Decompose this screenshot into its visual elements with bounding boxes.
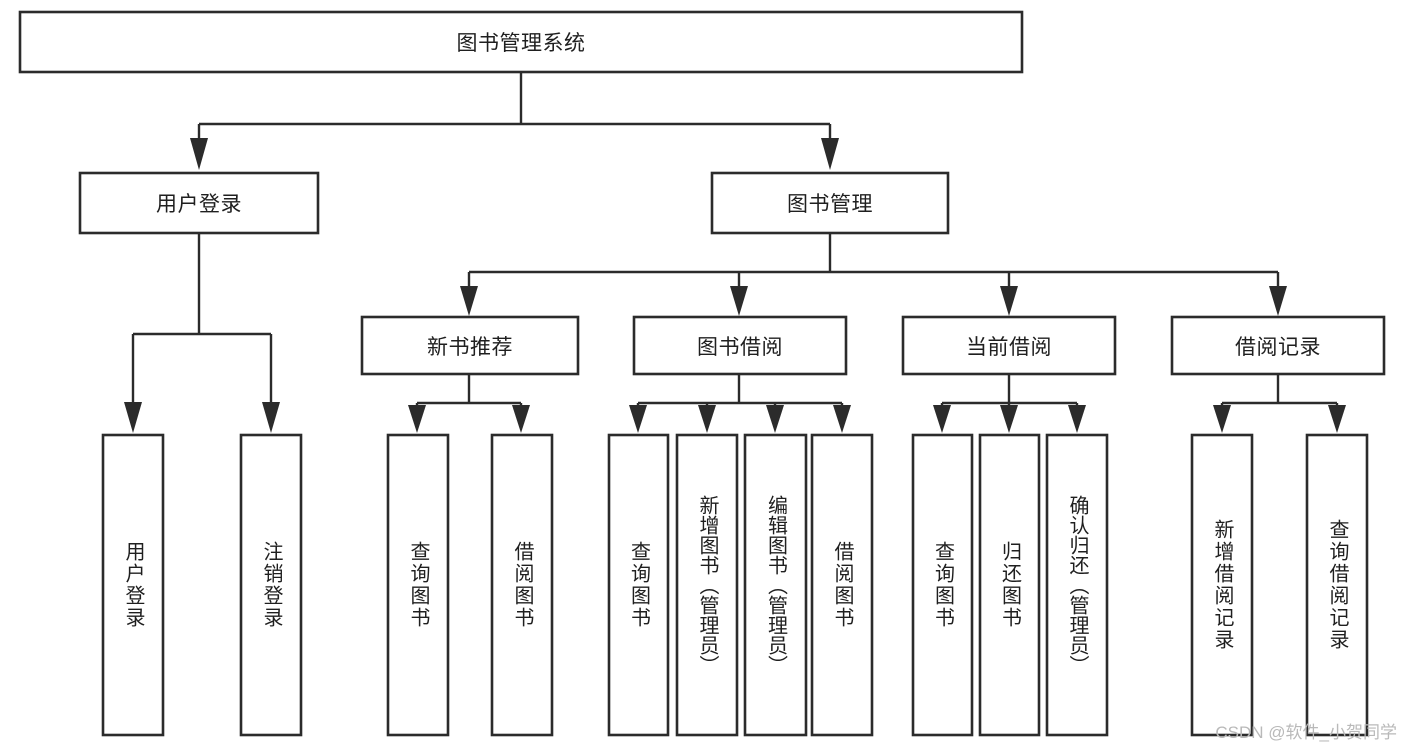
- node-box-leaf-query-book-2[interactable]: [607, 433, 670, 737]
- node-box-leaf-query-book-3[interactable]: [911, 433, 974, 737]
- arrow-head-newbook-leaf-2: [512, 405, 530, 433]
- connector-group-bookmgmt: [460, 233, 1287, 316]
- node-box-leaf-query-book-1[interactable]: [386, 433, 450, 737]
- node-box-root[interactable]: [18, 10, 1024, 74]
- node-box-leaf-return-book[interactable]: [978, 433, 1041, 737]
- arrow-head-current-leaf-2: [1000, 405, 1018, 433]
- connector-group-currentborrow: [933, 374, 1086, 433]
- arrow-head-current-leaf-3: [1068, 405, 1086, 433]
- arrow-head-record-leaf-2: [1328, 405, 1346, 433]
- node-box-book-borrow[interactable]: [632, 315, 848, 376]
- connector-group-userlogin: [124, 233, 280, 433]
- connector-group-borrowbook: [629, 374, 851, 433]
- node-box-leaf-borrow-book-2[interactable]: [810, 433, 874, 737]
- connector-group-root: [190, 72, 839, 170]
- arrow-head-borrowrecord: [1269, 286, 1287, 316]
- arrow-head-newbook-leaf-1: [408, 405, 426, 433]
- node-box-leaf-edit-book-admin[interactable]: [743, 433, 808, 737]
- arrow-head-borrow-leaf-1: [629, 405, 647, 433]
- arrow-head-bookmgmt: [821, 138, 839, 170]
- node-box-borrow-record[interactable]: [1170, 315, 1386, 376]
- arrow-head-borrowbook: [730, 286, 748, 316]
- node-box-current-borrow[interactable]: [901, 315, 1117, 376]
- node-box-new-book-recommend[interactable]: [360, 315, 580, 376]
- arrow-head-user-login-leaf: [124, 402, 142, 433]
- arrow-head-borrow-leaf-4: [833, 405, 851, 433]
- node-box-leaf-add-record[interactable]: [1190, 433, 1254, 737]
- connector-group-borrowrecord: [1213, 374, 1346, 433]
- arrow-head-borrow-leaf-2: [698, 405, 716, 433]
- node-box-leaf-add-book-admin[interactable]: [675, 433, 739, 737]
- node-box-leaf-borrow-book-1[interactable]: [490, 433, 554, 737]
- node-box-user-login[interactable]: [78, 171, 320, 235]
- node-box-book-management[interactable]: [710, 171, 950, 235]
- connector-group-newbook: [408, 374, 530, 433]
- arrow-head-currentborrow: [1000, 286, 1018, 316]
- node-box-leaf-logout[interactable]: [239, 433, 303, 737]
- arrow-head-record-leaf-1: [1213, 405, 1231, 433]
- arrow-head-newbook: [460, 286, 478, 316]
- arrow-head-userlogin: [190, 138, 208, 170]
- node-box-leaf-query-record[interactable]: [1305, 433, 1369, 737]
- arrow-head-logout-leaf: [262, 402, 280, 433]
- arrow-head-current-leaf-1: [933, 405, 951, 433]
- node-box-leaf-user-login[interactable]: [101, 433, 165, 737]
- arrow-head-borrow-leaf-3: [766, 405, 784, 433]
- node-box-leaf-confirm-return-admin[interactable]: [1045, 433, 1109, 737]
